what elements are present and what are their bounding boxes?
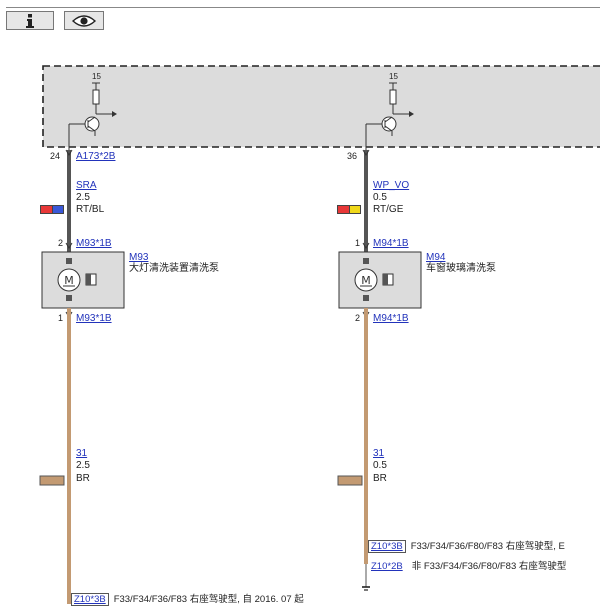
right-wire-color: RT/GE (373, 204, 404, 215)
right-pump-symbol: M (338, 251, 422, 309)
right-cross-section: 0.5 (373, 192, 387, 203)
left-wire-swatch-blue (52, 205, 64, 214)
left-device-name: 大灯清洗装置清洗泵 (129, 263, 219, 274)
svg-text:M: M (361, 274, 371, 287)
left-pin-top: 24 (50, 151, 61, 161)
info-icon (26, 13, 34, 28)
left-supply-label: 15 (92, 72, 101, 81)
right-note2-text: 非 F33/F34/F36/F80/F83 右座驾驶型 (411, 561, 567, 572)
left-note-connector-link[interactable]: Z10*3B (71, 593, 109, 606)
right-ground-signal-link[interactable]: 31 (373, 448, 385, 459)
right-connector-mid-bottom-link[interactable]: M94*1B (373, 313, 409, 324)
right-note1-connector-link[interactable]: Z10*3B (368, 540, 406, 553)
left-signal-link[interactable]: SRA (76, 180, 97, 191)
left-pin-mid-top: 2 (58, 238, 64, 248)
right-variant-note-2: Z10*2B 非 F33/F34/F36/F80/F83 右座驾驶型 (371, 561, 566, 572)
left-connector-mid-top-link[interactable]: M93*1B (76, 238, 112, 249)
left-cross-section: 2.5 (76, 192, 90, 203)
right-ground-cross-section: 0.5 (373, 460, 387, 471)
control-module-box (42, 65, 600, 148)
toolbar-divider (6, 7, 600, 8)
svg-text:M: M (64, 274, 74, 287)
right-driver-transistor (365, 82, 414, 150)
right-signal-link[interactable]: WP_VO (373, 180, 410, 191)
left-note-text: F33/F34/F36/F83 右座驾驶型, 自 2016. 07 起 (113, 594, 304, 605)
view-button[interactable] (64, 11, 104, 30)
right-wire-swatch-yellow (349, 205, 361, 214)
eye-icon (72, 14, 96, 27)
left-pump-symbol: M (41, 251, 125, 309)
right-variant-note-1: Z10*3B F33/F34/F36/F80/F83 右座驾驶型, E (368, 540, 565, 553)
info-button[interactable] (6, 11, 54, 30)
left-connector-mid-bottom-link[interactable]: M93*1B (76, 313, 112, 324)
right-supply-label: 15 (389, 72, 398, 81)
right-pin-mid-top: 1 (355, 238, 361, 248)
left-wire-color: RT/BL (76, 204, 105, 215)
right-note1-text: F33/F34/F36/F80/F83 右座驾驶型, E (410, 541, 565, 552)
left-variant-note: Z10*3B F33/F34/F36/F83 右座驾驶型, 自 2016. 07 … (71, 593, 304, 606)
right-device-name: 车窗玻璃清洗泵 (426, 263, 496, 274)
right-ground-color: BR (373, 473, 387, 484)
left-ground-cross-section: 2.5 (76, 460, 90, 471)
right-pin-top: 36 (347, 151, 358, 161)
left-ground-color: BR (76, 473, 90, 484)
left-ground-signal-link[interactable]: 31 (76, 448, 88, 459)
left-pin-mid-bottom: 1 (58, 313, 64, 323)
left-connector-top-link[interactable]: A173*2B (76, 151, 116, 162)
right-note2-connector-link[interactable]: Z10*2B (371, 561, 403, 572)
right-device-id-link[interactable]: M94 (426, 252, 446, 263)
left-device-id-link[interactable]: M93 (129, 252, 149, 263)
right-pin-mid-bottom: 2 (355, 313, 361, 323)
right-connector-mid-top-link[interactable]: M94*1B (373, 238, 409, 249)
left-driver-transistor (68, 82, 117, 150)
